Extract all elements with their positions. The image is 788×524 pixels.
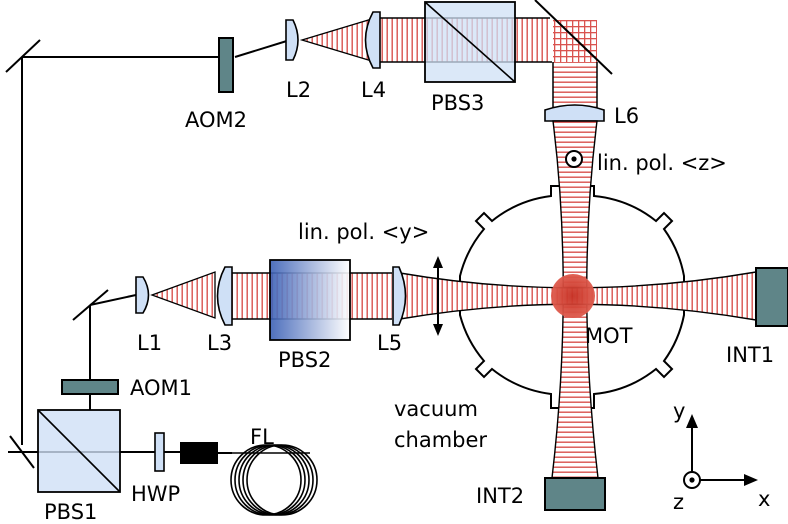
lens-l6 [544,104,605,122]
mirror-top-left [5,39,41,73]
label-mot: MOT [585,324,633,348]
mirror-mid-left [72,289,109,321]
label-hwp: HWP [131,482,180,506]
lens-l4 [364,11,381,69]
label-l1: L1 [137,331,162,355]
mirror-bottom-left [9,435,35,469]
lens-l1 [135,276,150,314]
lens-l5 [392,266,407,326]
polarization-arrow-y [433,256,443,336]
mot-cloud [551,274,595,318]
label-l3: L3 [207,331,232,355]
lens-l3 [216,266,233,326]
aom1-modulator [61,379,119,395]
label-l5: L5 [377,331,402,355]
label-pbs2: PBS2 [278,348,331,372]
int2-detector [544,477,606,511]
coordinate-axes [683,414,758,489]
label-int1: INT1 [726,343,774,367]
label-lin-pol-z: lin. pol. <z> [597,151,727,175]
label-lin-pol-y: lin. pol. <y> [298,220,429,244]
lens-l2 [285,19,299,61]
label-pbs1: PBS1 [44,500,97,524]
pbs3-cube [424,1,516,83]
label-fl: FL [250,425,274,449]
hwp-waveplate [154,432,165,472]
label-aom1: AOM1 [130,376,192,400]
label-l4: L4 [361,78,386,102]
aom2-modulator [218,37,234,93]
label-aom2: AOM2 [185,108,247,132]
label-l6: L6 [614,104,639,128]
pbs2-cube [269,259,351,341]
int1-detector [755,267,788,327]
label-vacuum: vacuum [394,397,478,421]
fiber-connector [180,442,218,464]
label-int2: INT2 [476,484,524,508]
polarization-symbol-z [565,150,583,168]
axis-label-z: z [673,490,684,514]
axis-label-x: x [758,487,770,511]
mirror-top-right [534,0,613,75]
fiber-loop-icon [230,444,318,516]
axis-label-y: y [673,399,685,423]
label-chamber: chamber [394,428,487,452]
label-l2: L2 [286,78,311,102]
pbs1-cube [37,409,121,493]
label-pbs3: PBS3 [431,91,484,115]
